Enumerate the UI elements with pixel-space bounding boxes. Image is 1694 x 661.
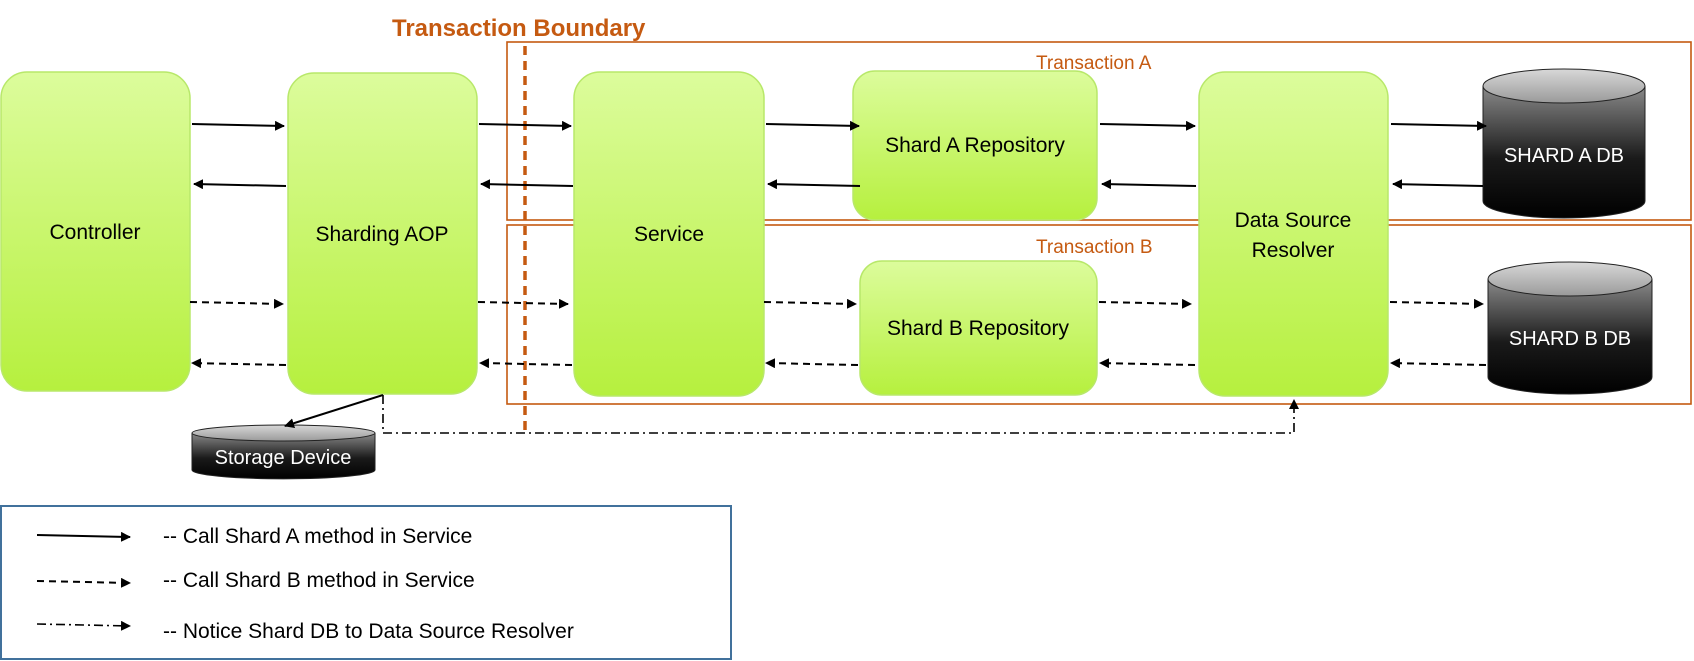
transaction-b-frame <box>506 224 1692 405</box>
legend-dashed-label: -- Call Shard B method in Service <box>163 569 475 592</box>
notice-resolver-arrow <box>382 395 1299 434</box>
shard-b-db: SHARD B DB <box>1487 261 1653 395</box>
shard-a-db: SHARD A DB <box>1482 68 1646 219</box>
legend-dashed-line <box>36 577 131 588</box>
shard-b-repository-box: Shard B Repository <box>859 260 1098 396</box>
shard-b-repository-label: Shard B Repository <box>887 317 1070 340</box>
legend-solid-label: -- Call Shard A method in Service <box>163 525 472 548</box>
shard-a-repository-label: Shard A Repository <box>885 134 1065 157</box>
shard-b-call-arrows <box>189 298 1487 369</box>
data-source-resolver-label-line2: Resolver <box>1252 239 1335 262</box>
legend-solid-line <box>36 531 131 542</box>
legend: -- Call Shard A method in Service -- Cal… <box>0 505 732 660</box>
transaction-boundary-title: Transaction Boundary <box>392 15 646 42</box>
sharding-aop-box: Sharding AOP <box>287 72 478 395</box>
storage-device-label: Storage Device <box>215 447 352 469</box>
data-source-resolver-box: Data Source Resolver <box>1198 71 1389 397</box>
controller-label: Controller <box>49 221 140 244</box>
shard-b-db-label: SHARD B DB <box>1509 328 1631 350</box>
transaction-b-label: Transaction B <box>1036 237 1153 258</box>
aop-to-storage-arrow <box>284 394 384 429</box>
controller-box: Controller <box>0 71 191 392</box>
sharding-aop-label: Sharding AOP <box>315 223 448 246</box>
service-label: Service <box>634 223 704 246</box>
transaction-a-label: Transaction A <box>1036 53 1152 74</box>
legend-dashdot-line <box>36 620 131 631</box>
shard-a-call-arrows <box>191 120 1487 190</box>
shard-a-repository-box: Shard A Repository <box>852 70 1098 221</box>
service-box: Service <box>573 71 765 397</box>
data-source-resolver-label-line1: Data Source <box>1235 209 1352 232</box>
shard-a-db-label: SHARD A DB <box>1504 145 1624 167</box>
transaction-a-frame <box>506 41 1692 221</box>
legend-dashdot-label: -- Notice Shard DB to Data Source Resolv… <box>163 620 574 643</box>
storage-device-db: Storage Device <box>191 424 376 480</box>
